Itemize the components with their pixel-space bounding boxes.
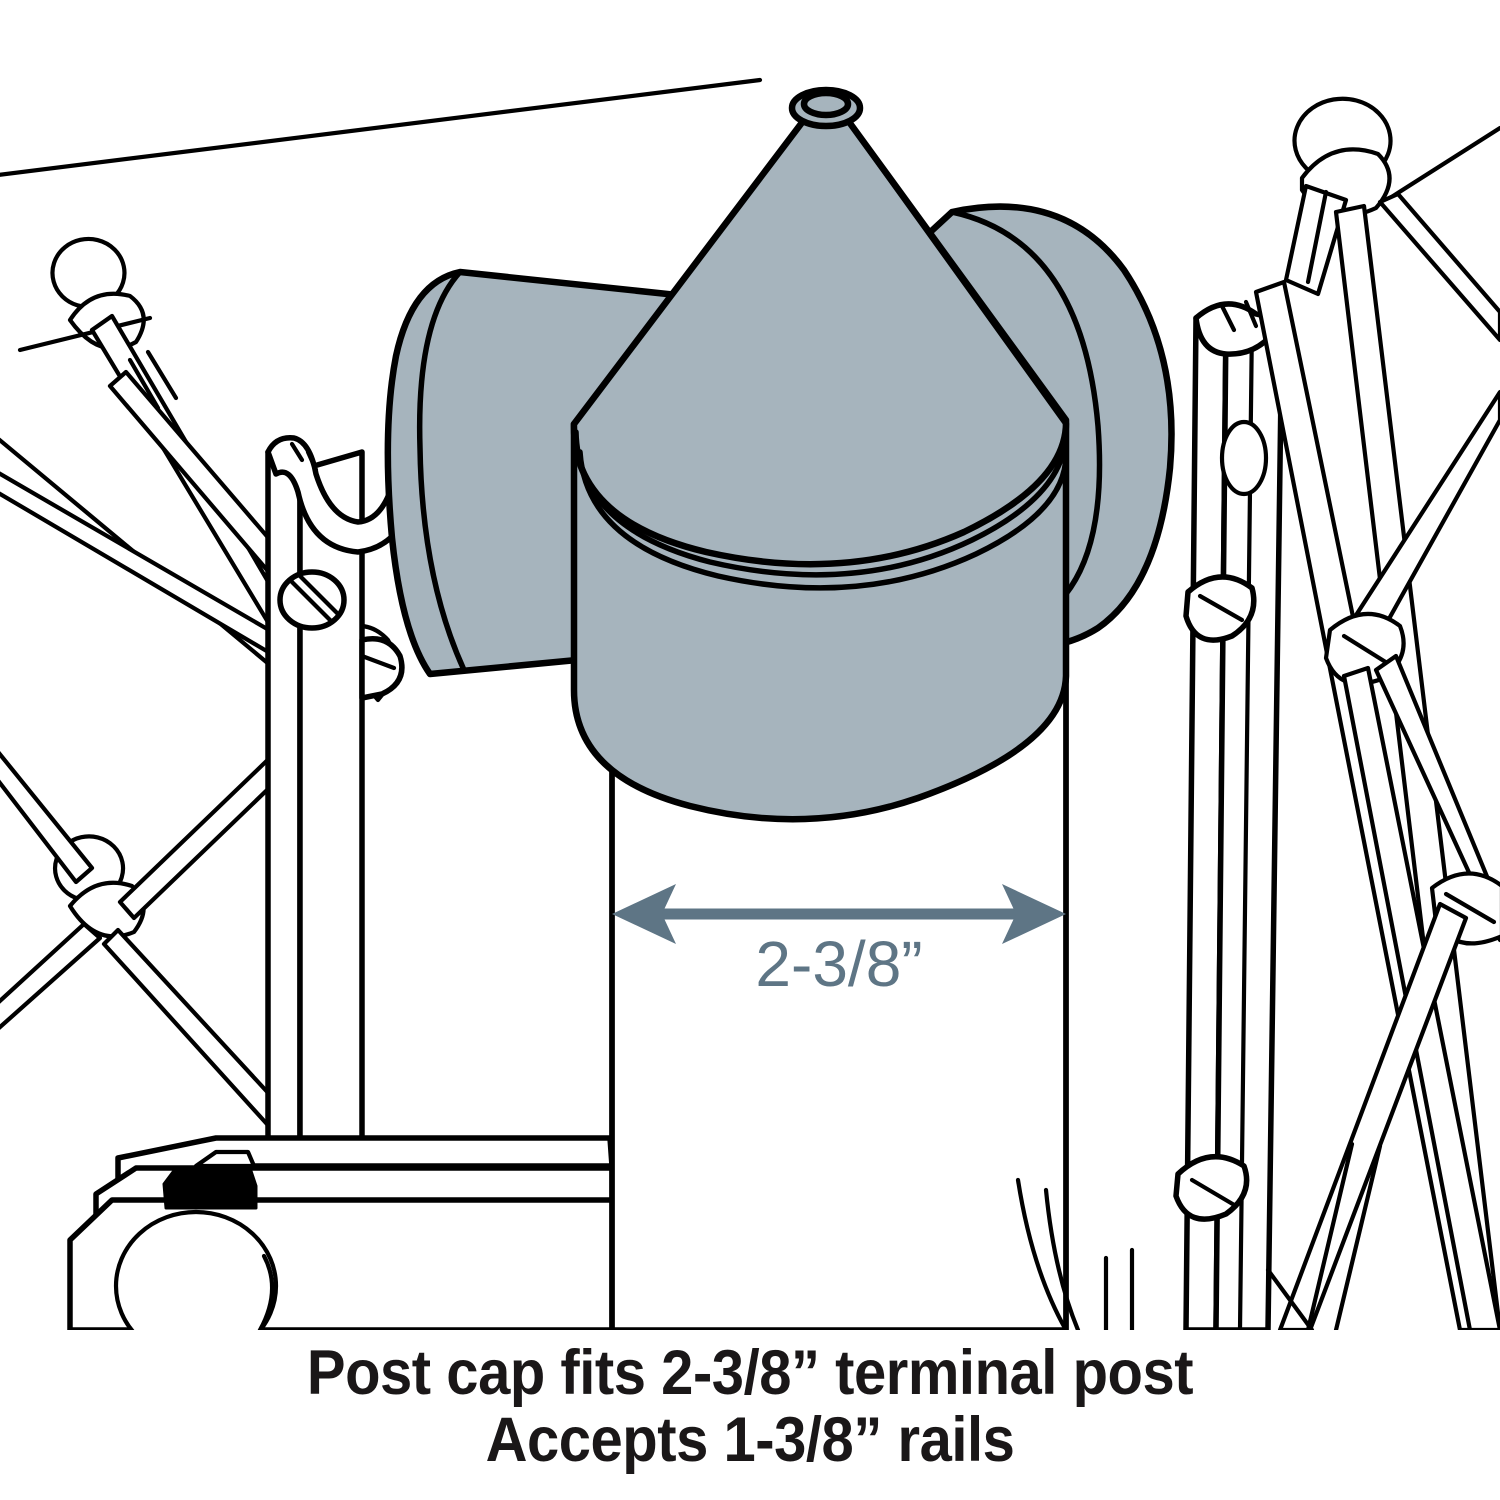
caption-line-2: Accepts 1-3/8” rails — [485, 1404, 1015, 1475]
tension-bar-left — [67, 435, 617, 1330]
post-base-lines — [1103, 1247, 1135, 1330]
caption-line-1: Post cap fits 2-3/8” terminal post — [306, 1338, 1194, 1408]
tension-bar-right — [1173, 299, 1285, 1330]
post-cap — [570, 86, 1070, 823]
dimension-arrow — [612, 884, 1066, 944]
caption: Post cap fits 2-3/8” terminal post Accep… — [0, 1340, 1500, 1474]
chain-link-right — [1253, 96, 1500, 1330]
dimension-label: 2-3/8” — [755, 928, 922, 1000]
